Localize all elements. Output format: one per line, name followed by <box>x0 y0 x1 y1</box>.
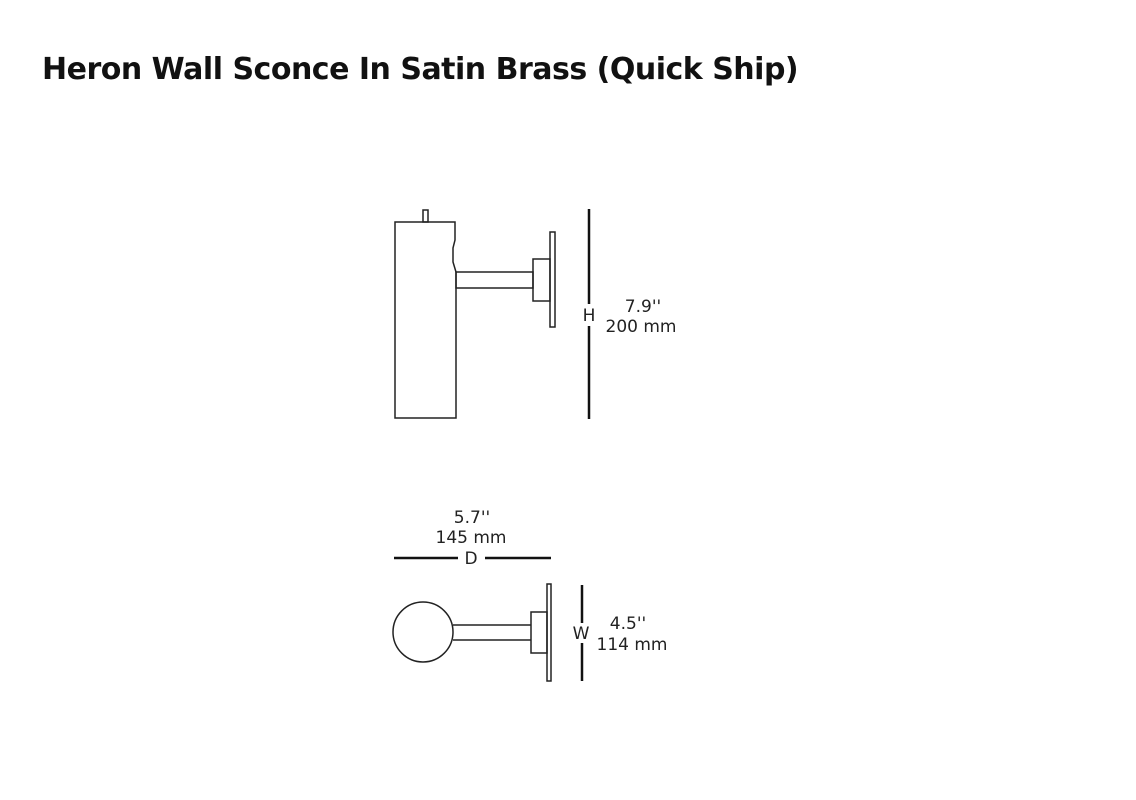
width-mm: 114 mm <box>597 635 668 655</box>
side-view <box>394 209 556 419</box>
width-label: W <box>573 624 590 644</box>
side-body <box>394 221 457 419</box>
height-inches: 7.9'' <box>625 297 661 317</box>
side-arm <box>455 271 534 289</box>
top-mount-block <box>530 611 548 654</box>
side-wall-plate <box>549 231 556 328</box>
top-arm <box>453 624 531 641</box>
top-wall-plate <box>546 583 552 682</box>
side-pin <box>422 209 429 223</box>
side-mount-block <box>532 258 551 302</box>
height-mm: 200 mm <box>606 317 677 337</box>
width-inches: 4.5'' <box>610 614 646 634</box>
height-label: H <box>583 306 596 326</box>
top-shade <box>392 601 454 663</box>
depth-label: D <box>464 549 477 569</box>
depth-mm: 145 mm <box>436 528 507 548</box>
depth-inches: 5.7'' <box>454 508 490 528</box>
top-view <box>392 583 552 682</box>
product-title: Heron Wall Sconce In Satin Brass (Quick … <box>42 52 799 87</box>
